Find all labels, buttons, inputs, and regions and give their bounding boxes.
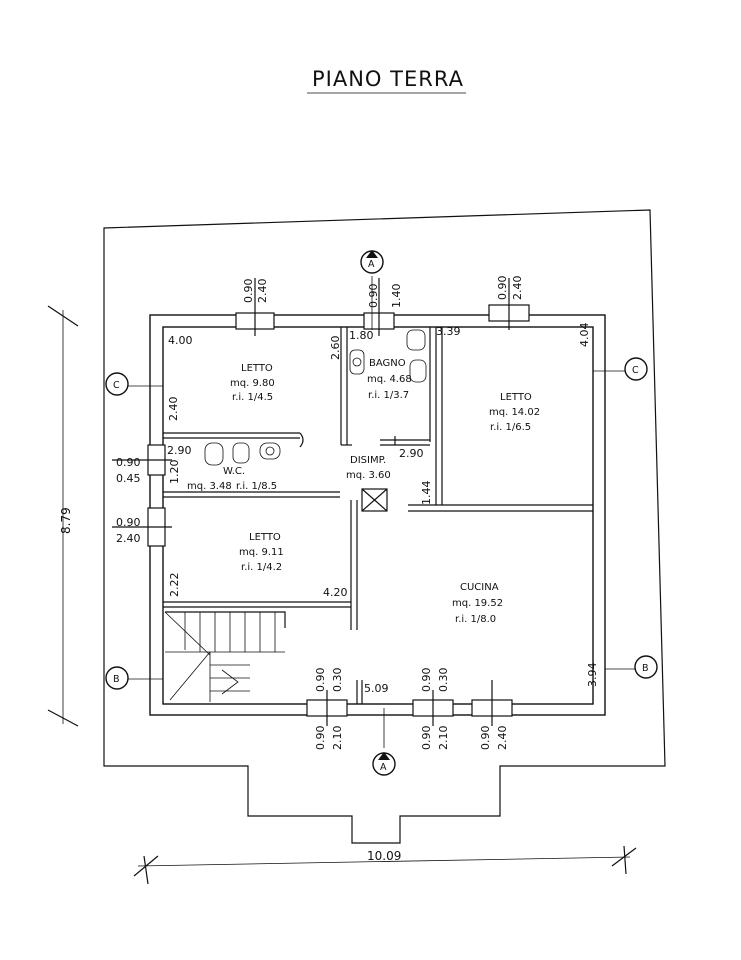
south-window-2-top-height: 0.30 xyxy=(437,668,450,693)
room-ri-cucina: r.i. 1/8.0 xyxy=(455,614,496,625)
dim-letto-sw-width: 4.20 xyxy=(323,586,348,599)
south-window-3-height: 2.40 xyxy=(496,726,509,751)
room-area-letto-nw: mq. 9.80 xyxy=(230,378,275,389)
room-area-letto-ne: mq. 14.02 xyxy=(489,407,540,418)
dim-wc-width: 2.90 xyxy=(167,444,192,457)
dim-letto-ne-width: 3.39 xyxy=(436,325,461,338)
plan-title: PIANO TERRA xyxy=(312,67,464,91)
section-c-west-marker xyxy=(105,372,129,396)
section-a-top-label: A xyxy=(368,259,375,270)
section-markers: A A C C B B xyxy=(105,250,658,776)
room-ri-wc: r.i. 1/8.5 xyxy=(236,481,277,492)
section-a-bottom-label: A xyxy=(380,762,387,773)
room-name-wc: W.C. xyxy=(223,466,245,477)
south-window-2-bottom-height: 2.10 xyxy=(437,726,450,751)
shaft-symbol xyxy=(361,488,388,512)
north-window-3-width: 0.90 xyxy=(496,276,509,301)
room-ri-bagno: r.i. 1/3.7 xyxy=(368,390,409,401)
north-window-3-height: 2.40 xyxy=(511,276,524,301)
overall-depth-dimension: 8.79 xyxy=(47,305,79,727)
west-window-1-width: 0.90 xyxy=(116,456,141,469)
room-ri-letto-sw: r.i. 1/4.2 xyxy=(241,562,282,573)
south-window-1-bottom-height: 2.10 xyxy=(331,726,344,751)
south-window-3-width: 0.90 xyxy=(479,726,492,751)
staircase xyxy=(164,611,286,702)
bathroom-fixtures xyxy=(204,329,427,466)
north-window-1-width: 0.90 xyxy=(242,279,255,304)
section-b-west-label: B xyxy=(113,674,120,685)
lot-outline xyxy=(103,209,666,844)
interior-walls xyxy=(163,327,593,704)
south-window-2-bottom-width: 0.90 xyxy=(420,726,433,751)
dim-disimp-width: 2.90 xyxy=(399,447,424,460)
dim-bagno-depth: 2.60 xyxy=(329,336,342,361)
room-ri-letto-nw: r.i. 1/4.5 xyxy=(232,392,273,403)
section-c-east-marker xyxy=(624,357,648,381)
overall-depth: 8.79 xyxy=(59,507,73,534)
room-name-letto-nw: LETTO xyxy=(241,363,273,374)
section-b-east-marker xyxy=(634,655,658,679)
room-area-wc: mq. 3.48 xyxy=(187,481,232,492)
dim-cucina-depth: 3.94 xyxy=(586,663,599,688)
north-window-2-height: 1.40 xyxy=(390,284,403,309)
room-name-disimp: DISIMP. xyxy=(350,455,386,466)
room-area-bagno: mq. 4.68 xyxy=(367,374,412,385)
north-window-2-width: 0.90 xyxy=(367,284,380,309)
windows xyxy=(112,278,530,726)
south-window-2-top-width: 0.90 xyxy=(420,668,433,693)
overall-width: 10.09 xyxy=(367,849,401,863)
room-area-letto-sw: mq. 9.11 xyxy=(239,547,284,558)
section-b-west-marker xyxy=(105,666,129,690)
section-c-west-label: C xyxy=(113,380,120,391)
room-ri-letto-ne: r.i. 1/6.5 xyxy=(490,422,531,433)
dim-bagno-width: 1.80 xyxy=(349,329,374,342)
dim-letto-ne-depth: 4.04 xyxy=(578,323,591,348)
overall-width-dimension: 10.09 xyxy=(133,845,637,885)
south-window-1-top-height: 0.30 xyxy=(331,668,344,693)
section-c-east-label: C xyxy=(632,365,639,376)
west-window-1-height: 0.45 xyxy=(116,472,141,485)
room-name-cucina: CUCINA xyxy=(460,582,499,593)
room-name-letto-ne: LETTO xyxy=(500,392,532,403)
dim-letto-nw-width: 4.00 xyxy=(168,334,193,347)
room-name-letto-sw: LETTO xyxy=(249,532,281,543)
dim-cucina-width: 5.09 xyxy=(364,682,389,695)
dim-wc-depth: 1.20 xyxy=(168,460,181,485)
room-area-cucina: mq. 19.52 xyxy=(452,598,503,609)
dim-letto-sw-depth: 2.22 xyxy=(168,573,181,598)
room-area-disimp: mq. 3.60 xyxy=(346,470,391,481)
west-window-2-height: 2.40 xyxy=(116,532,141,545)
section-b-east-label: B xyxy=(642,663,649,674)
dim-disimp-depth: 1.44 xyxy=(420,481,433,506)
room-name-bagno: BAGNO xyxy=(369,358,406,369)
north-window-1-height: 2.40 xyxy=(256,279,269,304)
south-window-1-bottom-width: 0.90 xyxy=(314,726,327,751)
south-window-1-top-width: 0.90 xyxy=(314,668,327,693)
west-window-2-width: 0.90 xyxy=(116,516,141,529)
dim-letto-nw-depth: 2.40 xyxy=(167,397,180,422)
